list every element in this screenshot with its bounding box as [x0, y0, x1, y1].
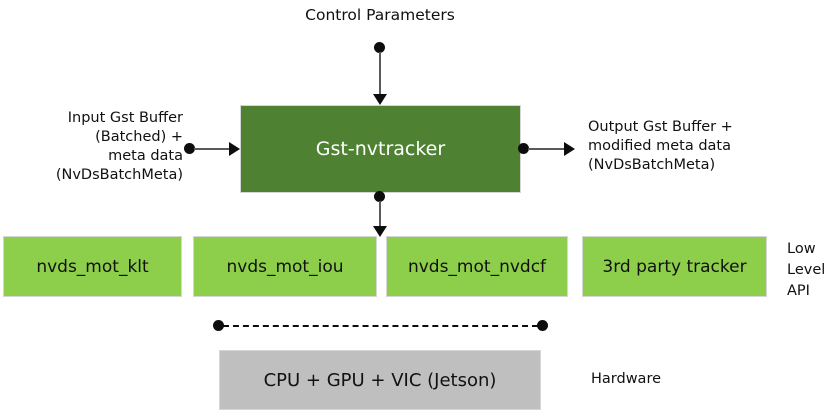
- gst-nvtracker-label: Gst-nvtracker: [315, 138, 446, 160]
- block-nvds-mot-nvdcf[interactable]: nvds_mot_nvdcf: [386, 236, 568, 297]
- output-connector-dot: [518, 143, 529, 154]
- hardware-connector-dot-left: [213, 320, 224, 331]
- low-level-connector-dot: [374, 191, 385, 202]
- hardware-connector-dot-right: [537, 320, 548, 331]
- gst-nvtracker-block[interactable]: Gst-nvtracker: [240, 105, 521, 193]
- input-gst-buffer-label: Input Gst Buffer (Batched) + meta data (…: [55, 110, 183, 183]
- hardware-tier-label: Hardware: [591, 371, 662, 387]
- control-parameters-connector-line: [378, 52, 381, 95]
- hardware-block-label: CPU + GPU + VIC (Jetson): [263, 369, 497, 391]
- output-connector-line: [528, 147, 565, 150]
- hardware-block[interactable]: CPU + GPU + VIC (Jetson): [219, 350, 541, 410]
- block-nvds-mot-iou[interactable]: nvds_mot_iou: [193, 236, 377, 297]
- block-3rd-party-tracker-label: 3rd party tracker: [602, 256, 747, 277]
- control-parameters-connector-dot: [374, 42, 385, 53]
- input-connector-line: [194, 147, 230, 150]
- control-parameters-label: Control Parameters: [305, 6, 455, 24]
- hardware-connector-dashed-line: [223, 324, 538, 327]
- block-nvds-mot-klt-label: nvds_mot_klt: [36, 256, 149, 277]
- control-parameters-arrow-head: [372, 94, 387, 105]
- output-gst-buffer-label: Output Gst Buffer + modified meta data (…: [588, 119, 733, 173]
- block-nvds-mot-klt[interactable]: nvds_mot_klt: [3, 236, 182, 297]
- input-arrow-head: [229, 141, 240, 156]
- block-nvds-mot-nvdcf-label: nvds_mot_nvdcf: [407, 256, 547, 277]
- block-3rd-party-tracker[interactable]: 3rd party tracker: [582, 236, 767, 297]
- input-connector-dot: [184, 143, 195, 154]
- low-level-api-tier-label: Low Level API: [787, 241, 826, 299]
- low-level-connector-line: [378, 201, 381, 233]
- low-level-arrow-head: [372, 226, 387, 237]
- output-arrow-head: [564, 141, 575, 156]
- block-nvds-mot-iou-label: nvds_mot_iou: [226, 256, 344, 277]
